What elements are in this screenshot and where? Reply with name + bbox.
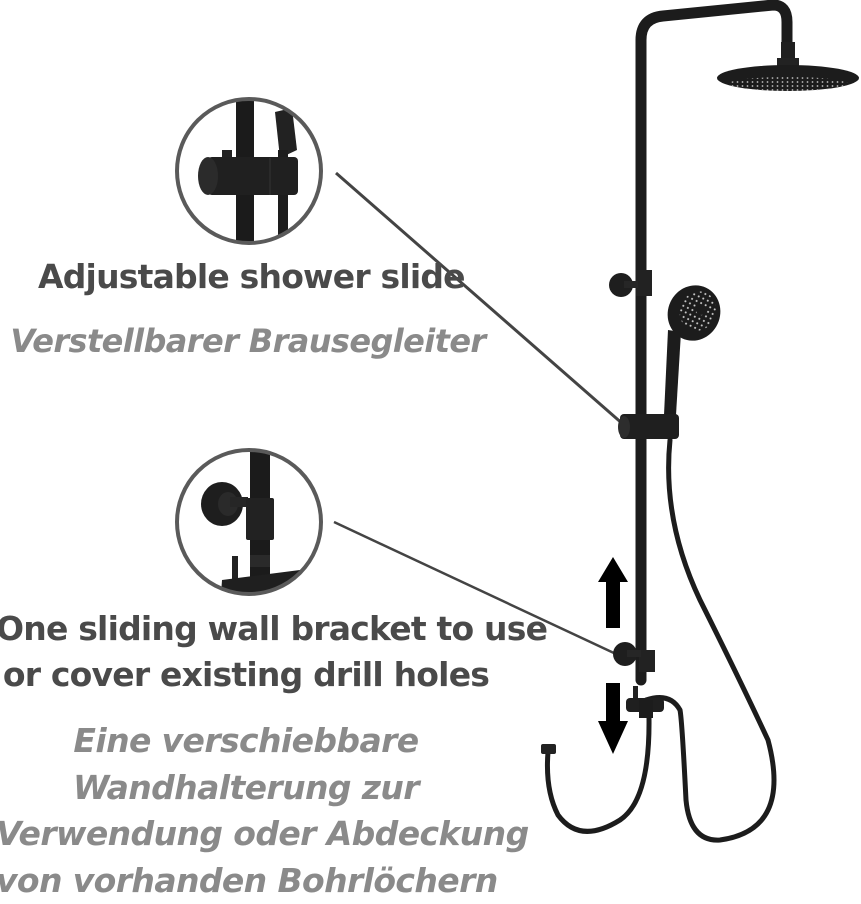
- hand-shower-icon: [659, 277, 730, 415]
- arrow-up-icon: [598, 557, 628, 628]
- feature-description-de-line: Eine verschiebbare: [0, 718, 496, 765]
- shower-slide-icon: [618, 414, 679, 439]
- wall-bracket-upper-icon: [609, 270, 652, 297]
- shower-hose: [646, 440, 774, 840]
- arrow-down-icon: [598, 683, 628, 754]
- feature-description-de-line: Wandhalterung zur: [0, 765, 496, 812]
- wall-bracket-closeup-icon: [170, 440, 330, 610]
- feature-description-de-line: Verwendung oder Abdeckung: [0, 811, 496, 858]
- wall-bracket-lower-icon: [613, 642, 655, 672]
- shower-riser: [641, 5, 787, 680]
- feature-title-en: Adjustable shower slide: [38, 254, 458, 300]
- feature-description-de-line: von vorhanden Bohrlöchern: [0, 858, 496, 904]
- diverter-icon: [626, 686, 664, 718]
- feature-description-en-line: One sliding wall bracket to use: [0, 606, 496, 652]
- feature-description-de: Eine verschiebbare Wandhalterung zur Ver…: [0, 718, 496, 904]
- supply-hose: [541, 718, 649, 831]
- shower-system: [541, 5, 859, 840]
- feature-title-de: Verstellbarer Brausegleiter: [8, 318, 488, 364]
- rain-shower-head-icon: [717, 42, 859, 91]
- shower-slide-closeup-icon: [170, 90, 330, 260]
- feature-description-en: One sliding wall bracket to use or cover…: [0, 606, 496, 698]
- feature-description-en-line: or cover existing drill holes: [0, 652, 496, 698]
